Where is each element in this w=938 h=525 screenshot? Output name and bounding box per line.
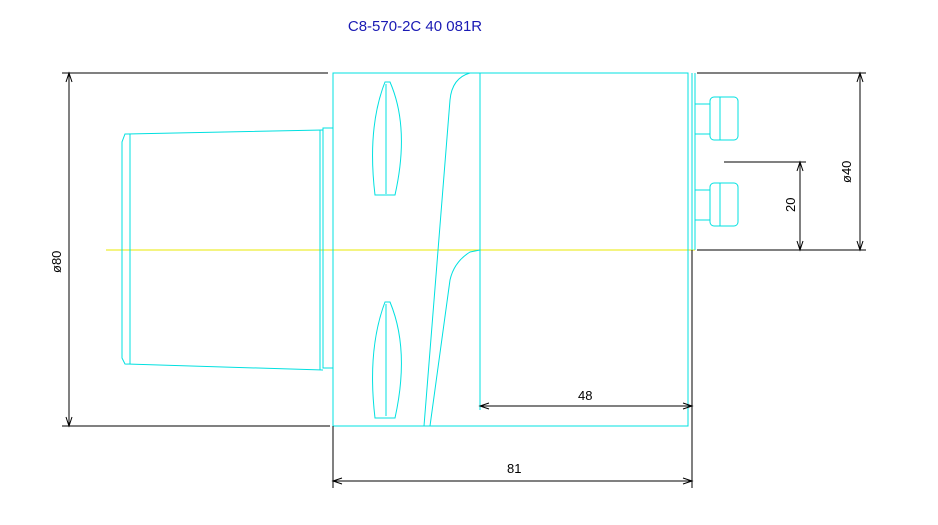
dimensions bbox=[62, 71, 866, 488]
slot-upper bbox=[372, 81, 402, 196]
dim-length-front: 48 bbox=[578, 388, 592, 403]
ramp-upper bbox=[423, 72, 480, 427]
screw-upper bbox=[694, 96, 739, 141]
dim-length-total: 81 bbox=[507, 461, 521, 476]
dim-dia-shank: ø40 bbox=[839, 161, 854, 183]
part-number-title: C8-570-2C 40 081R bbox=[347, 18, 483, 35]
part-outline bbox=[121, 72, 739, 427]
screw-lower bbox=[694, 182, 739, 227]
slot-lower bbox=[372, 301, 402, 419]
main-block bbox=[332, 72, 689, 427]
left-body bbox=[322, 127, 333, 369]
left-body-outer bbox=[121, 129, 324, 371]
dim-offset: 20 bbox=[783, 198, 798, 212]
ramp-lower bbox=[429, 249, 481, 427]
dim-dia-body: ø80 bbox=[49, 251, 64, 273]
